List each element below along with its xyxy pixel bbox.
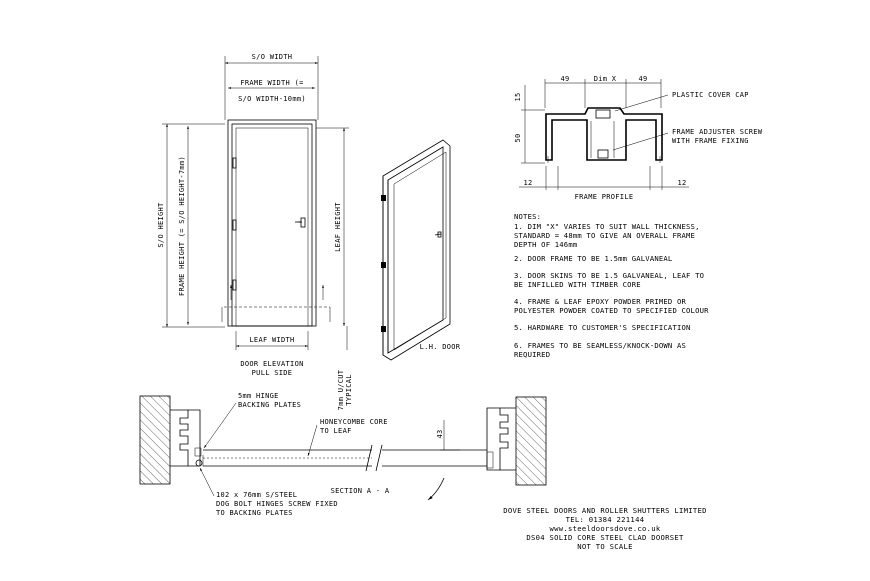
frame-width-label-1: FRAME WIDTH (= — [240, 79, 303, 87]
dim-12-right: 12 — [677, 179, 686, 187]
dim-43: 43 — [436, 429, 444, 438]
note-2: 2. DOOR FRAME TO BE 1.5mm GALVANEAL — [514, 254, 672, 263]
product-name: DS04 SOLID CORE STEEL CLAD DOORSET — [526, 533, 684, 542]
hinge-label-2: DOG BOLT HINGES SCREW FIXED — [216, 500, 338, 508]
note-5: 5. HARDWARE TO CUSTOMER'S SPECIFICATION — [514, 323, 691, 332]
honeycomb-label-1: HONEYCOMBE CORE — [320, 418, 388, 426]
iso-caption: L.H. DOOR — [420, 343, 461, 351]
dim-12-left: 12 — [523, 179, 532, 187]
adjuster-label-2: WITH FRAME FIXING — [672, 137, 749, 145]
door-elevation: S/O WIDTH FRAME WIDTH (= S/O WIDTH-10mm)… — [157, 53, 353, 410]
note-3a: 3. DOOR SKINS TO BE 1.5 GALVANEAL, LEAF … — [514, 271, 704, 280]
so-width-label: S/O WIDTH — [252, 53, 293, 61]
backing-label-2: BACKING PLATES — [238, 401, 301, 409]
note-1c: DEPTH OF 146mm — [514, 240, 577, 249]
cover-cap-label: PLASTIC COVER CAP — [672, 91, 749, 99]
note-3b: BE INFILLED WITH TIMBER CORE — [514, 280, 641, 289]
title-block: DOVE STEEL DOORS AND ROLLER SHUTTERS LIM… — [503, 506, 707, 551]
elevation-caption-2: PULL SIDE — [252, 369, 293, 377]
leaf-height-label: LEAF HEIGHT — [334, 202, 342, 252]
backing-label-1: 5mm HINGE — [238, 392, 279, 400]
leaf-width-label: LEAF WIDTH — [249, 336, 294, 344]
hinge-label-1: 102 x 76mm S/STEEL — [216, 491, 297, 499]
section-caption: SECTION A - A — [331, 487, 390, 495]
note-1b: STANDARD = 48mm TO GIVE AN OVERALL FRAME — [514, 231, 695, 240]
scale-note: NOT TO SCALE — [577, 542, 633, 551]
frame-profile: 49 Dim X 49 15 50 PLASTIC COVER CAP FRAM… — [514, 75, 763, 201]
dim-49-right: 49 — [638, 75, 647, 83]
note-6b: REQUIRED — [514, 350, 550, 359]
frame-width-label-2: S/O WIDTH-10mm) — [238, 95, 306, 103]
section-a-a: 43 5mm HINGE BACKING PLATES HONEYCOMBE C… — [139, 392, 547, 517]
isometric-door: L.H. DOOR — [381, 139, 461, 361]
undercut-label-2: TYPICAL — [345, 374, 353, 406]
adjuster-label-1: FRAME ADJUSTER SCREW — [672, 128, 763, 136]
company-tel: TEL: 01384 221144 — [566, 515, 645, 524]
note-6a: 6. FRAMES TO BE SEAMLESS/KNOCK-DOWN AS — [514, 341, 686, 350]
company-web: www.steeldoorsdove.co.uk — [549, 524, 660, 533]
note-4b: POLYESTER POWDER COATED TO SPECIFIED COL… — [514, 306, 709, 315]
company-name: DOVE STEEL DOORS AND ROLLER SHUTTERS LIM… — [503, 506, 707, 515]
frame-height-label: FRAME HEIGHT (= S/O HEIGHT-7mm) — [178, 156, 186, 296]
notes-heading: NOTES: — [514, 212, 541, 221]
notes: NOTES: 1. DIM "X" VARIES TO SUIT WALL TH… — [514, 212, 709, 359]
elevation-caption-1: DOOR ELEVATION — [240, 360, 303, 368]
profile-caption: FRAME PROFILE — [575, 193, 634, 201]
honeycomb-label-2: TO LEAF — [320, 427, 352, 435]
note-1a: 1. DIM "X" VARIES TO SUIT WALL THICKNESS… — [514, 222, 700, 231]
dim-x: Dim X — [594, 75, 617, 83]
dim-50: 50 — [514, 133, 522, 142]
dim-49-left: 49 — [560, 75, 569, 83]
hinge-label-3: TO BACKING PLATES — [216, 509, 293, 517]
undercut-label-1: 7mm U/CUT — [337, 369, 345, 410]
dim-15: 15 — [514, 92, 522, 101]
note-4a: 4. FRAME & LEAF EPOXY POWDER PRIMED OR — [514, 297, 687, 306]
so-height-label: S/O HEIGHT — [157, 202, 165, 248]
